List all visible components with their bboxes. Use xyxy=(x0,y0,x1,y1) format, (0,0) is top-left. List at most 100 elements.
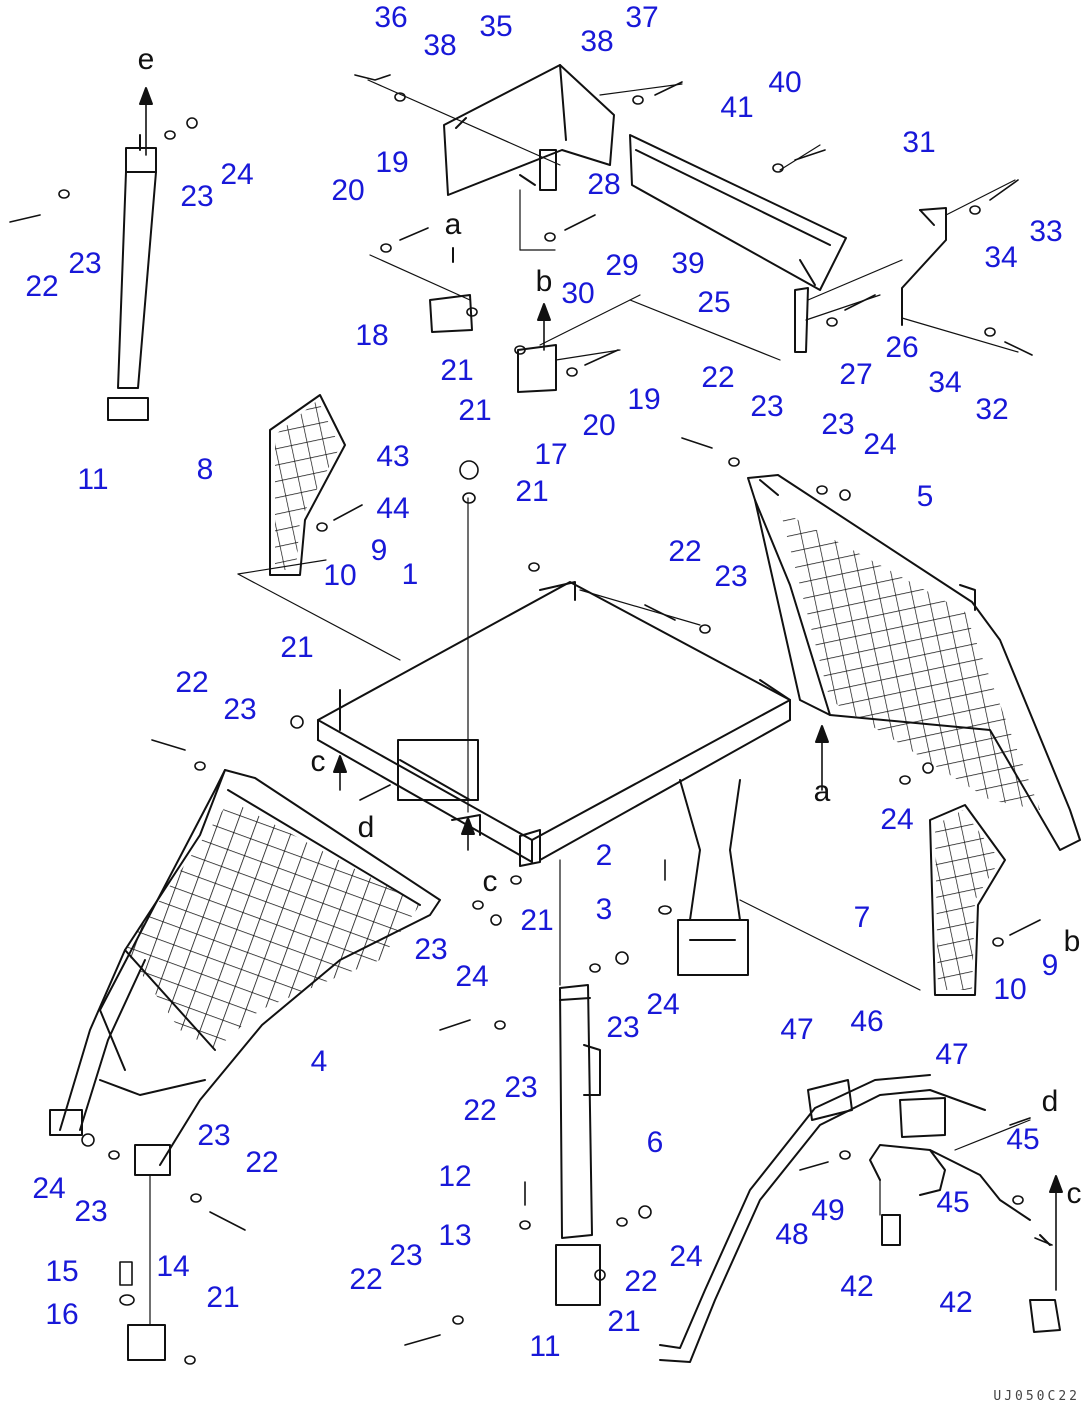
post-6-lower xyxy=(555,984,601,1306)
callout: 24 xyxy=(32,1172,66,1205)
callout: 23 xyxy=(414,933,448,966)
callout: 22 xyxy=(668,535,702,568)
callout: 23 xyxy=(714,560,748,593)
callout: 7 xyxy=(853,901,871,934)
callout: 38 xyxy=(580,25,614,58)
panel-39 xyxy=(629,134,847,291)
main-frame-1 xyxy=(317,581,791,867)
callout: 34 xyxy=(984,241,1018,274)
callout: 21 xyxy=(607,1305,641,1338)
callout: 39 xyxy=(671,247,705,280)
callout: 38 xyxy=(423,29,457,62)
screen-7 xyxy=(929,804,1006,996)
callout: 22 xyxy=(349,1263,383,1296)
callout: 9 xyxy=(370,534,388,567)
callout: 17 xyxy=(534,438,568,471)
callout: 27 xyxy=(839,358,873,391)
callout: 21 xyxy=(515,475,549,508)
callout: 47 xyxy=(935,1038,969,1071)
callout: 18 xyxy=(355,319,389,352)
guard-frame-5 xyxy=(747,474,1081,851)
callout: 12 xyxy=(438,1160,472,1193)
callout: 35 xyxy=(479,10,513,43)
callout: 40 xyxy=(768,66,802,99)
callout: 24 xyxy=(646,988,680,1021)
callout: 13 xyxy=(438,1219,472,1252)
ref-letter-b: b xyxy=(535,265,553,298)
callout: 24 xyxy=(455,960,489,993)
callout: 11 xyxy=(77,463,109,496)
callout: 43 xyxy=(376,440,410,473)
callout: 23 xyxy=(389,1239,423,1272)
callout: 23 xyxy=(606,1011,640,1044)
callout: 23 xyxy=(74,1195,108,1228)
screen-8 xyxy=(269,394,346,576)
callout: 6 xyxy=(646,1126,664,1159)
callout: 24 xyxy=(669,1240,703,1273)
callout: 46 xyxy=(850,1005,884,1038)
callout: 28 xyxy=(587,168,621,201)
callout: 10 xyxy=(993,973,1027,1006)
ref-letter-a: a xyxy=(444,208,462,241)
callout: 21 xyxy=(440,354,474,387)
callout: 19 xyxy=(627,383,661,416)
drawing-code: UJ050C22 xyxy=(993,1389,1080,1404)
callout: 42 xyxy=(939,1286,973,1319)
callout: 21 xyxy=(280,631,314,664)
callout: 23 xyxy=(750,390,784,423)
post-6-upper xyxy=(107,134,157,421)
frame-leg xyxy=(677,779,749,976)
cover-35 xyxy=(443,64,615,196)
callout: 15 xyxy=(45,1255,79,1288)
screen-mesh-8 xyxy=(275,400,340,570)
callout: 1 xyxy=(401,558,419,591)
callout: 21 xyxy=(206,1281,240,1314)
ref-letter-d: d xyxy=(1041,1085,1059,1118)
callout: 11 xyxy=(529,1330,561,1363)
callout: 22 xyxy=(624,1265,658,1298)
callout: 37 xyxy=(625,1,659,34)
callout: 24 xyxy=(220,158,254,191)
callout: 49 xyxy=(811,1194,845,1227)
screen-mesh-7 xyxy=(935,810,1000,990)
callout: 45 xyxy=(936,1186,970,1219)
guard-mesh-4 xyxy=(125,800,420,1050)
ref-letter-c: c xyxy=(1066,1177,1082,1210)
callout: 30 xyxy=(561,277,595,310)
bracket-25 xyxy=(794,287,809,353)
ref-letter-b: b xyxy=(1063,925,1081,958)
ref-letter-c: c xyxy=(310,745,326,778)
callout: 20 xyxy=(582,409,616,442)
callout: 23 xyxy=(821,408,855,441)
callout: 23 xyxy=(68,247,102,280)
ref-letter-c: c xyxy=(482,865,498,898)
callout: 36 xyxy=(374,1,408,34)
guard-mesh-5 xyxy=(780,510,1040,810)
callout: 22 xyxy=(701,361,735,394)
callout: 2 xyxy=(595,839,613,872)
callout: 19 xyxy=(375,146,409,179)
callout: 32 xyxy=(975,393,1009,426)
callout: 14 xyxy=(156,1250,190,1283)
callout: 45 xyxy=(1006,1123,1040,1156)
callout: 23 xyxy=(180,180,214,213)
callout: 29 xyxy=(605,249,639,282)
callout: 22 xyxy=(25,270,59,303)
callout: 34 xyxy=(928,366,962,399)
callout: 33 xyxy=(1029,215,1063,248)
callout: 8 xyxy=(196,453,214,486)
base-14 xyxy=(127,1324,166,1361)
callout: 5 xyxy=(916,480,934,513)
callout: 31 xyxy=(902,126,936,159)
rail-46 xyxy=(659,1074,986,1363)
callout: 23 xyxy=(223,693,257,726)
ref-letter-d: d xyxy=(357,811,375,844)
callout: 23 xyxy=(197,1119,231,1152)
callout: 22 xyxy=(245,1146,279,1179)
callout: 9 xyxy=(1041,949,1059,982)
ref-letter-e: e xyxy=(137,43,155,76)
callout: 26 xyxy=(885,331,919,364)
callout: 4 xyxy=(310,1045,328,1078)
